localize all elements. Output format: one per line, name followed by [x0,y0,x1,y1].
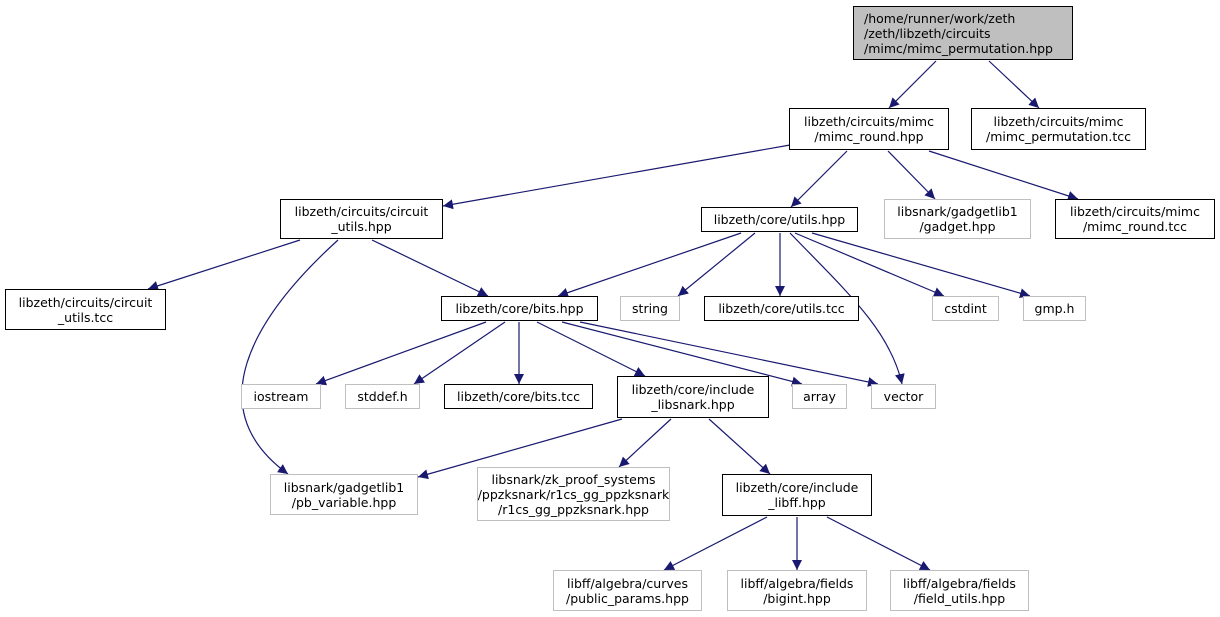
node-vector: vector [871,384,936,409]
edge-include-libsnark-to-pb-variable [417,418,623,480]
node-label: /gadget.hpp [919,219,996,234]
node-bits-hpp[interactable]: libzeth/core/bits.hpp [441,296,598,321]
edge-mimc-round-to-gadget [887,150,936,200]
node-label: _utils.hpp [331,219,392,234]
node-label: libzeth/core/bits.tcc [457,389,580,404]
node-root-mimc-permutation-hpp: /home/runner/work/zeth /zeth/libzeth/cir… [853,6,1073,60]
node-iostream: iostream [241,384,321,409]
node-label: /mimc/mimc_permutation.hpp [864,40,1053,56]
node-label: libzeth/circuits/mimc [993,114,1124,129]
edge-mimc-round-to-circuit-utils [442,144,791,210]
node-label: libsnark/gadgetlib1 [897,204,1018,219]
node-label: /home/runner/work/zeth [864,10,1016,26]
node-label: libzeth/circuits/circuit [294,204,429,219]
node-public-params-hpp: libff/algebra/curves /public_params.hpp [553,570,702,611]
node-label: _utils.tcc [57,309,114,325]
edge-include-libff-to-public-params [663,516,768,571]
node-label: /public_params.hpp [566,590,689,606]
edge-core-utils-to-bits [557,232,742,298]
node-mimc-round-tcc[interactable]: libzeth/circuits/mimc /mimc_round.tcc [1055,199,1215,239]
node-mimc-permutation-tcc[interactable]: libzeth/circuits/mimc /mimc_permutation.… [971,108,1146,150]
edge-bits-to-array [561,321,803,387]
edge-core-utils-to-gmp [811,232,1031,299]
node-circuit-utils-tcc[interactable]: libzeth/circuits/circuit _utils.tcc [5,289,166,330]
node-label: /mimc_round.hpp [814,129,924,144]
node-label: /mimc_round.tcc [1082,219,1188,234]
edge-include-libff-to-field-utils [826,516,931,571]
node-label: iostream [253,389,309,404]
node-field-utils-hpp: libff/algebra/fields /field_utils.hpp [890,570,1029,611]
node-label: libff/algebra/fields [740,575,854,591]
node-label: libsnark/gadgetlib1 [283,479,405,495]
node-include-libsnark-hpp[interactable]: libzeth/core/include _libsnark.hpp [617,376,769,418]
node-stddef-h: stddef.h [345,384,420,409]
node-label: gmp.h [1034,301,1075,316]
node-label: cstdint [944,301,987,316]
edge-include-libsnark-to-r1cs [618,418,672,468]
node-label: /zeth/libzeth/circuits [864,25,991,41]
edge-circuit-utils-to-bits [371,239,489,297]
node-array: array [792,384,847,409]
edge-root-to-mimc-round-hpp [888,60,937,109]
node-label: libsnark/zk_proof_systems [491,471,656,487]
node-label: /pb_variable.hpp [291,494,397,510]
edge-circuit-utils-to-circuit-utils-tcc [147,239,301,291]
node-bits-tcc[interactable]: libzeth/core/bits.tcc [444,384,593,409]
edge-include-libsnark-to-include-libff [708,418,771,475]
node-gmp-h: gmp.h [1023,296,1086,321]
node-label: libzeth/core/bits.hpp [455,301,584,316]
node-label: _libsnark.hpp [651,397,735,412]
node-label: libzeth/circuits/mimc [804,114,934,129]
edge-core-utils-to-cstdint [794,232,945,297]
edge-bits-to-include-libsnark [536,321,646,377]
node-label: /bigint.hpp [763,590,831,606]
edge-core-utils-to-vector [789,232,905,385]
node-circuit-utils-hpp[interactable]: libzeth/circuits/circuit _utils.hpp [280,199,443,239]
edge-mimc-round-to-mimc-round-tcc [928,150,1079,201]
edge-bits-to-iostream [315,321,487,386]
node-label: array [803,389,836,404]
node-string: string [620,296,680,321]
edge-bits-to-vector [579,321,879,387]
node-label: libzeth/core/utils.tcc [718,301,845,316]
node-r1cs-gg-ppzksnark-hpp: libsnark/zk_proof_systems /ppzksnark/r1c… [477,467,670,521]
edge-circuit-utils-to-pb-variable [241,239,339,475]
node-mimc-round-hpp[interactable]: libzeth/circuits/mimc /mimc_round.hpp [789,108,949,150]
node-label: /r1cs_gg_ppzksnark.hpp [498,501,649,517]
node-core-utils-tcc[interactable]: libzeth/core/utils.tcc [704,296,859,321]
node-bigint-hpp: libff/algebra/fields /bigint.hpp [727,570,867,611]
node-label: libzeth/circuits/circuit [18,294,153,310]
node-label: libzeth/core/utils.hpp [713,212,846,227]
edge-mimc-round-to-core-utils [790,150,848,208]
edge-bits-to-stddef [413,321,506,385]
node-label: vector [883,389,924,404]
edge-core-utils-to-string [677,232,756,297]
node-label: stddef.h [357,389,408,404]
node-label: /ppzksnark/r1cs_gg_ppzksnark [477,486,670,502]
node-label: /field_utils.hpp [913,590,1006,606]
node-label: libzeth/core/include [631,382,755,397]
node-label: string [632,301,668,316]
node-gadget-hpp: libsnark/gadgetlib1 /gadget.hpp [884,199,1031,239]
node-label: libff/algebra/curves [567,575,688,591]
node-include-libff-hpp[interactable]: libzeth/core/include _libff.hpp [722,474,872,516]
node-label: /mimc_permutation.tcc [986,129,1131,144]
node-core-utils-hpp[interactable]: libzeth/core/utils.hpp [701,207,858,232]
edge-root-to-mimc-permutation-tcc [988,60,1040,109]
node-pb-variable-hpp: libsnark/gadgetlib1 /pb_variable.hpp [270,474,418,515]
node-label: libff/algebra/fields [903,575,1016,591]
node-label: libzeth/circuits/mimc [1070,204,1200,219]
node-label: _libff.hpp [768,495,826,510]
node-cstdint: cstdint [932,296,999,321]
node-label: libzeth/core/include [735,480,859,495]
